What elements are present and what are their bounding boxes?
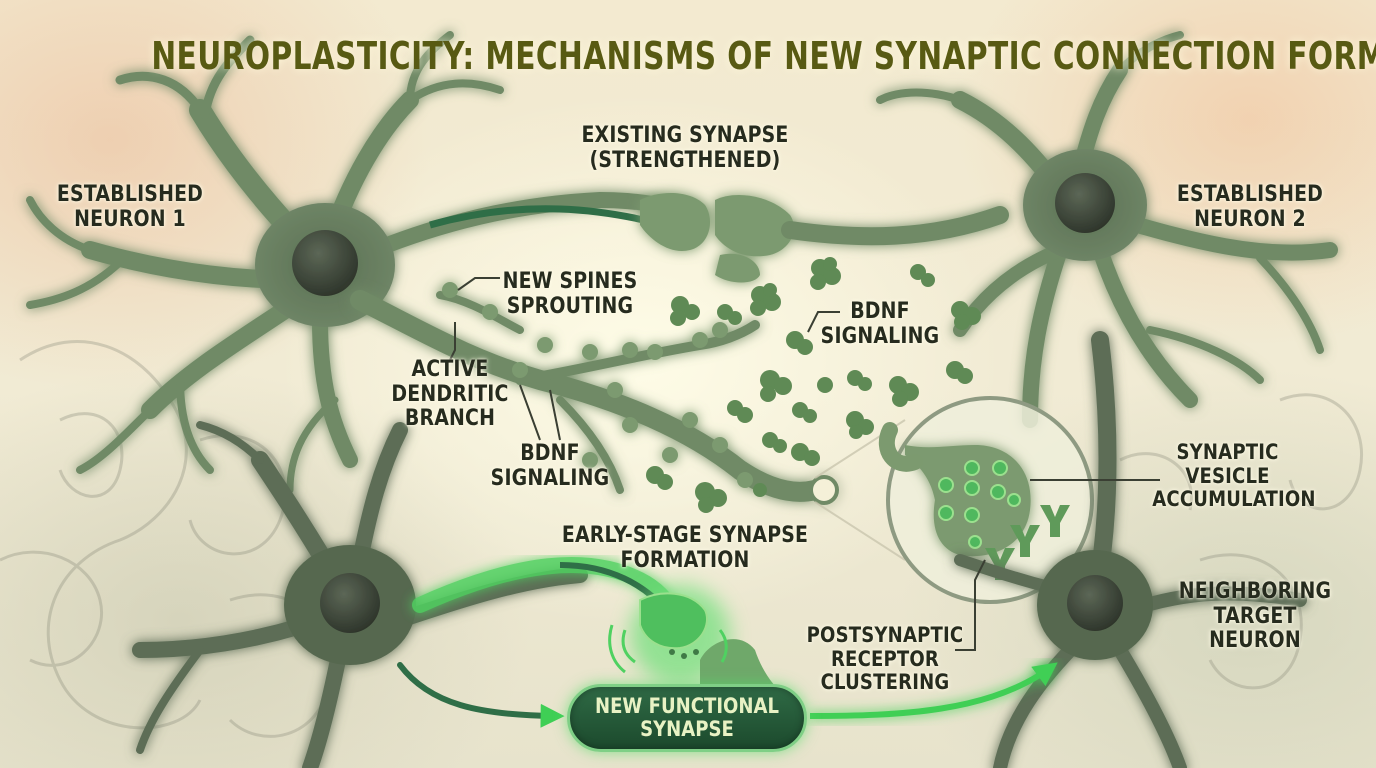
new-functional-synapse-badge: NEW FUNCTIONAL SYNAPSE <box>567 684 807 752</box>
active-dendritic-branch <box>350 282 839 505</box>
label-receptor-clustering: POSTSYNAPTIC RECEPTOR CLUSTERING <box>806 623 964 695</box>
new-synapse-label: NEW FUNCTIONAL SYNAPSE <box>594 693 780 741</box>
neuron-3 <box>132 421 588 768</box>
zoom-inset <box>814 396 1094 604</box>
neuron-2 <box>876 31 1338 428</box>
label-active-dendritic-branch: ACTIVE DENDRITIC BRANCH <box>391 357 509 432</box>
brain-folds-right <box>1119 393 1363 690</box>
target-neuron <box>954 331 1307 768</box>
label-vesicle-accumulation: SYNAPTIC VESICLE ACCUMULATION <box>1152 440 1316 512</box>
page-title: NEUROPLASTICITY: MECHANISMS OF NEW SYNAP… <box>151 34 1376 78</box>
label-bdnf-lower: BDNF SIGNALING <box>490 441 610 491</box>
existing-synapse <box>640 193 1009 283</box>
arrow-to-target-neuron <box>809 662 1058 719</box>
neuron-1 <box>26 31 708 494</box>
label-existing-synapse: EXISTING SYNAPSE (STRENGTHENED) <box>581 123 789 173</box>
new-synapse-terminals <box>608 585 790 700</box>
arrow-to-new-synapse-box <box>397 662 565 728</box>
label-neuron-1: ESTABLISHED NEURON 1 <box>56 182 204 232</box>
bdnf-clusters <box>646 257 981 513</box>
label-new-spines: NEW SPINES SPROUTING <box>502 269 638 319</box>
label-bdnf-upper: BDNF SIGNALING <box>820 299 940 349</box>
label-neuron-2: ESTABLISHED NEURON 2 <box>1176 182 1324 232</box>
leader-lines <box>449 277 1160 651</box>
label-early-stage-synapse: EARLY-STAGE SYNAPSE FORMATION <box>561 523 809 573</box>
label-target-neuron: NEIGHBORING TARGET NEURON <box>1178 579 1332 654</box>
